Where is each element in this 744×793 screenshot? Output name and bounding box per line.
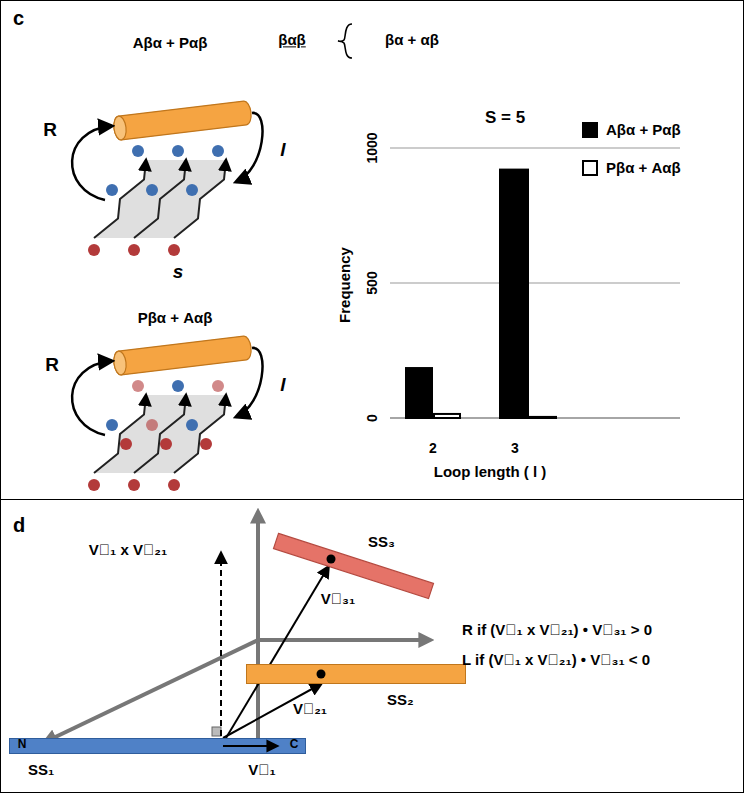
loop-length: l [280,139,285,161]
vector-arrow [226,567,329,738]
panel: c [0,0,744,500]
handedness: R [45,354,59,376]
handedness: R [43,119,57,141]
vector-name: V⃗₂₁ [293,700,327,717]
tick-value: 500 [364,271,380,294]
bar-chart [390,148,680,418]
legend-swatch [582,160,598,176]
sheet-title: Aβα + Pαβ [133,34,208,51]
vector-name: V⃗₃₁ [321,590,355,607]
axis-title: Frequency [336,247,353,323]
element-name: SS₂ [387,691,414,708]
vector-name: V⃗₁ [248,761,275,778]
legend-swatch [582,122,598,138]
strand-count: s [173,261,184,283]
element-name: SS₁ [28,761,54,778]
topology-parts: βα + αβ [385,31,439,48]
loop-length: l [280,374,285,396]
axis-title: Loop length ( l ) [434,463,546,480]
topology-name: βαβ [278,31,306,48]
legend-text: Pβα + Aαβ [606,159,681,176]
vector-name: V⃗₁ x V⃗₂₁ [89,541,167,558]
panel-letter: c [13,7,24,30]
legend-entry: Pβα + Aαβ [582,158,732,178]
helix-cylinder [113,100,253,140]
legend-text: Aβα + Pαβ [606,121,681,138]
terminus: N [18,738,27,752]
helix-cylinder [113,335,253,375]
brace [338,24,352,58]
beta-sheet [72,100,262,256]
bar-shape [9,738,306,754]
helix-bar: SS₂ [246,664,466,684]
legend-entry: Aβα + Pαβ [582,120,732,140]
rule-text: L if (V⃗₁ x V⃗₂₁) • V⃗₃₁ < 0 [462,651,650,668]
tick-value: 1000 [364,132,380,163]
bar-shape [246,664,466,684]
element-bar: SS₃ [273,531,438,601]
element-name: SS₃ [368,533,395,550]
beta-sheet [72,335,262,491]
terminus: C [290,738,299,752]
tick-value: 0 [364,414,380,422]
tick-value: 3 [511,440,519,456]
sheet-title: Pβα + Aαβ [138,309,213,326]
chart-title: S = 5 [485,108,525,128]
rule-text: R if (V⃗₁ x V⃗₂₁) • V⃗₃₁ > 0 [462,621,652,638]
vector-axes [47,514,428,745]
panel-letter: d [13,514,25,537]
strand-bar: SS₁ [9,738,306,754]
tick-value: 2 [429,440,437,456]
bar-shape [273,531,438,601]
